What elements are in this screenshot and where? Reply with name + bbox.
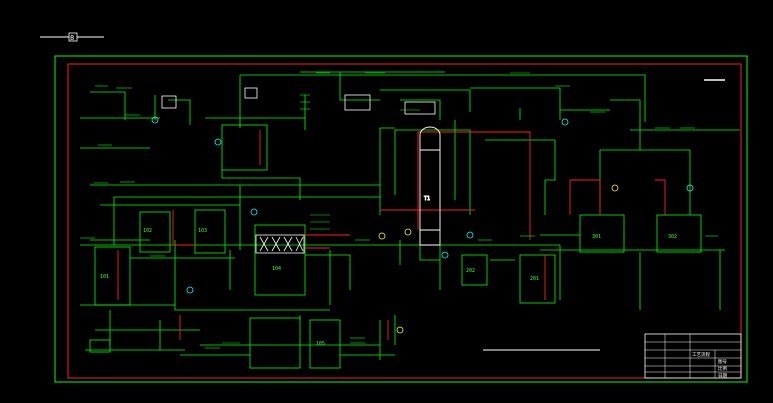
equipment-labels: 101 102 103 104 105 201 202 301 302 <box>100 228 677 347</box>
heat-exchanger <box>255 234 305 254</box>
title-label-3: 比例 <box>718 365 727 372</box>
label-tank-right2: 202 <box>466 268 475 274</box>
top-marker-text: 8 <box>70 34 74 42</box>
title-label-4: 日期 <box>718 373 727 379</box>
label-tank-left: 101 <box>100 274 109 280</box>
red-piping <box>117 130 666 340</box>
outer-frame <box>54 55 748 383</box>
label-tank-far1: 301 <box>592 234 601 240</box>
line-annotations <box>80 72 718 349</box>
title-label-1: 工艺流程 <box>692 351 710 358</box>
green-piping <box>80 71 740 369</box>
label-tank-left2: 102 <box>143 228 152 234</box>
instruments <box>151 116 694 334</box>
column-tower: T1 <box>419 126 441 246</box>
label-tank-mid: 103 <box>198 228 207 234</box>
top-equipment <box>161 87 436 115</box>
label-tank-right1: 201 <box>530 276 539 282</box>
label-tank-bottom: 105 <box>316 341 325 347</box>
title-label-2: 图号 <box>718 359 727 365</box>
top-marker: 8 <box>40 32 104 42</box>
title-block: 工艺流程 图号 比例 日期 <box>644 333 742 379</box>
label-tank-center: 104 <box>272 266 281 272</box>
column-label: T1 <box>424 196 430 202</box>
label-tank-far2: 302 <box>668 234 677 240</box>
